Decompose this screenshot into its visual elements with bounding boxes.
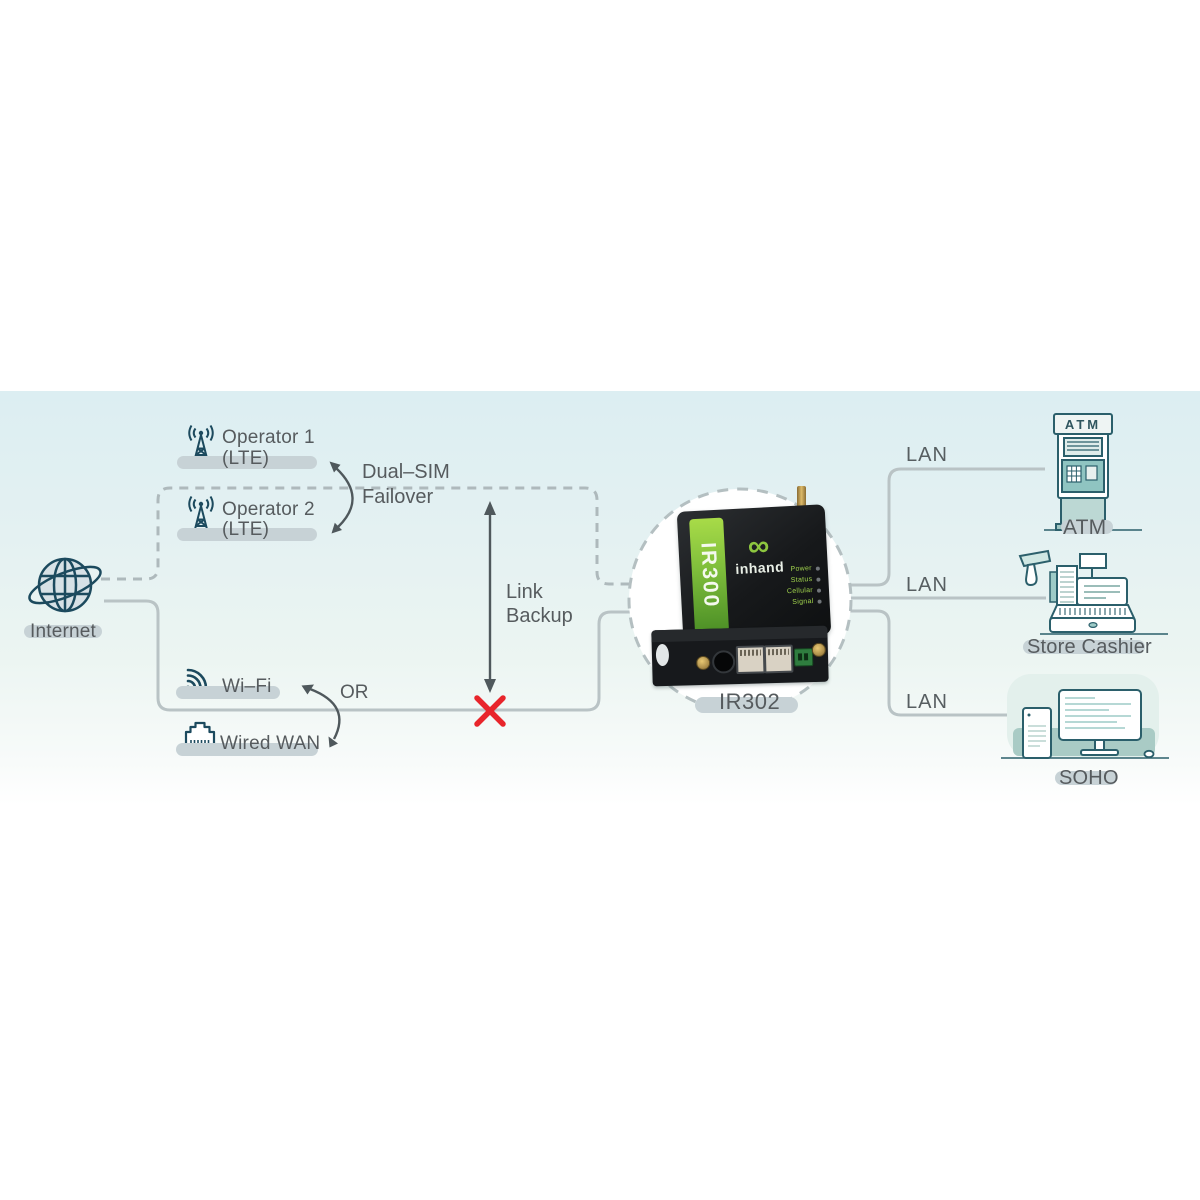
led-row: Cellular [786,586,822,596]
inhand-brand-text: inhand [734,558,785,577]
wired-wan-icon [184,721,216,748]
link-backup-arrow [484,501,496,693]
ir302-pill [695,697,798,713]
led-label-status: Status [790,575,813,585]
internet-label: Internet [30,621,97,642]
atm-icon: ATM [1044,413,1142,531]
terminal-slot [797,653,803,661]
link-backup-note-line2: Backup [506,605,573,627]
operator1-lte-label: (LTE) [222,448,270,469]
ethernet-pins [739,649,761,656]
led-label-signal: Signal [792,597,814,607]
atm-sign-text: ATM [1065,417,1101,432]
or-arrow [301,684,341,748]
led-row: Signal [787,597,822,607]
link-backup-note-line1: Link [506,581,543,603]
lan-label-top: LAN [906,444,948,466]
store-cashier-icon [1018,549,1168,635]
solid-primary-route [104,599,642,712]
atm-label: ATM [1063,516,1107,539]
wired-wan-label: Wired WAN [220,733,321,754]
led-indicator-signal [817,599,822,604]
wired-wan-pill [176,743,318,756]
soho-pill [1055,771,1117,785]
operator1-label: Operator 1 [222,427,315,448]
router-round-connector [711,650,736,674]
router-device-top: IR300 ∞ inhand Power Status Cellular Sig… [676,504,832,642]
soho-icon [1001,674,1169,759]
router-name-label: IR302 [719,689,781,714]
led-label-cellular: Cellular [786,586,814,596]
store-cashier-label: Store Cashier [1027,636,1152,658]
inhand-logo-icon: ∞ [747,529,771,564]
lan-branch-bottom [845,609,1007,717]
sma-connector-left [695,655,711,671]
link-failure-x-icon [474,695,506,727]
power-terminal-block [793,648,814,667]
router-antenna [797,486,806,512]
led-label-power: Power [790,564,813,574]
led-indicator-cellular [816,588,822,593]
terminal-slot [803,653,809,661]
router-model-text: IR300 [696,541,723,609]
soho-label: SOHO [1059,767,1119,789]
operator1-pill [177,456,317,469]
led-row: Status [786,575,821,585]
wifi-pill [176,686,280,699]
internet-globe-icon [28,557,102,613]
lan-label-bottom: LAN [906,691,948,713]
router-device-bottom [651,625,829,687]
dual-sim-note-line2: Failover [362,486,434,508]
router-led-panel: Power Status Cellular Signal [786,565,822,611]
sma-connector-right [811,642,827,658]
dashed-backup-route [101,486,642,586]
dual-sim-note-line1: Dual–SIM [362,461,450,483]
internet-pill [24,625,102,638]
operator2-lte-label: (LTE) [222,519,270,540]
router-green-stripe: IR300 [689,517,730,634]
ethernet-port-1 [735,645,766,675]
wifi-label: Wi–Fi [222,676,272,697]
store-cashier-pill [1023,640,1145,654]
inhand-logo: ∞ inhand [730,529,788,577]
lan-label-middle: LAN [906,574,948,596]
operator2-label: Operator 2 [222,499,315,520]
ethernet-port-2 [763,644,794,674]
or-note: OR [340,682,369,703]
led-indicator-power [815,566,820,571]
router-mount-hole [655,643,670,667]
ethernet-pins [767,648,789,656]
lan-branch-top [845,467,1045,587]
led-row: Power [786,565,820,574]
operator2-pill [177,528,317,541]
atm-pill [1061,520,1113,534]
dual-sim-arrow [329,461,354,534]
led-indicator-status [816,577,821,582]
